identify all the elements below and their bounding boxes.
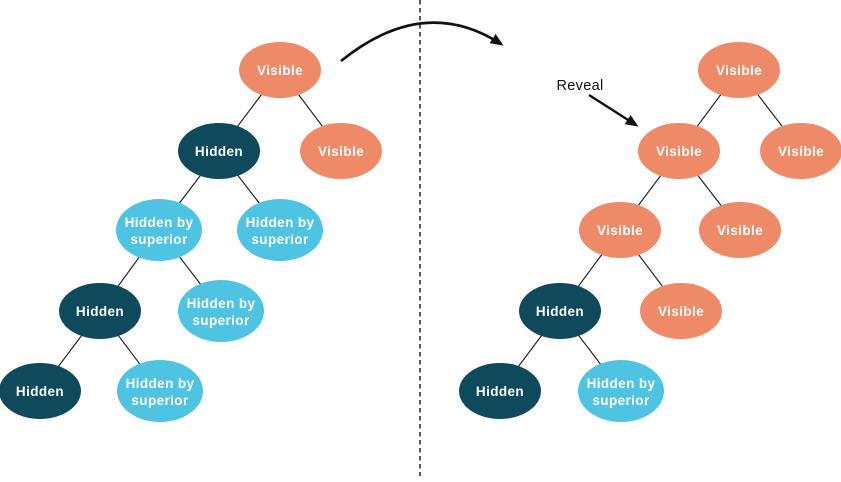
node-ellipse [178,280,264,342]
node-label: Visible [597,223,643,238]
node-ellipse [640,283,722,339]
tree-node-visible: Visible [698,42,780,98]
node-label: Hidden [476,384,524,399]
node-label: Hidden [16,384,64,399]
node-ellipse [760,123,841,179]
tree-node-visible: Visible [760,123,841,179]
transition-arrow [340,21,504,63]
tree-node-hidden: Hidden [0,363,81,419]
node-label: Visible [656,144,702,159]
tree-node-visible: Visible [239,42,321,98]
tree-node-visible: Visible [699,202,781,258]
node-label: Visible [658,304,704,319]
node-label: Visible [717,223,763,238]
tree-node-visible: Visible [638,123,720,179]
node-ellipse [178,123,260,179]
tree-node-visible: Visible [300,123,382,179]
node-ellipse [300,123,382,179]
reveal-annotation: Reveal [557,78,639,127]
node-label: Visible [257,63,303,78]
node-ellipse [638,123,720,179]
node-ellipse [116,199,202,261]
node-ellipse [0,363,81,419]
tree-node-hidden: Hidden [459,363,541,419]
node-ellipse [239,42,321,98]
node-label: Visible [318,144,364,159]
node-ellipse [459,363,541,419]
node-label: Hidden [536,304,584,319]
tree-node-visible: Visible [640,283,722,339]
node-ellipse [699,202,781,258]
node-label: Visible [778,144,824,159]
node-ellipse [59,283,141,339]
node-label: Hidden [195,144,243,159]
tree-node-hidden: Hidden [519,283,601,339]
node-ellipse [578,360,664,422]
node-ellipse [698,42,780,98]
reveal-arrow [588,93,639,127]
tree-node-visible: Visible [579,202,661,258]
node-label: Hidden [76,304,124,319]
node-ellipse [579,202,661,258]
node-label: Visible [716,63,762,78]
node-ellipse [519,283,601,339]
node-ellipse [117,360,203,422]
reveal-label: Reveal [557,78,604,94]
tree-node-hidden: Hidden [59,283,141,339]
node-ellipse [237,199,323,261]
tree-node-hidden: Hidden [178,123,260,179]
